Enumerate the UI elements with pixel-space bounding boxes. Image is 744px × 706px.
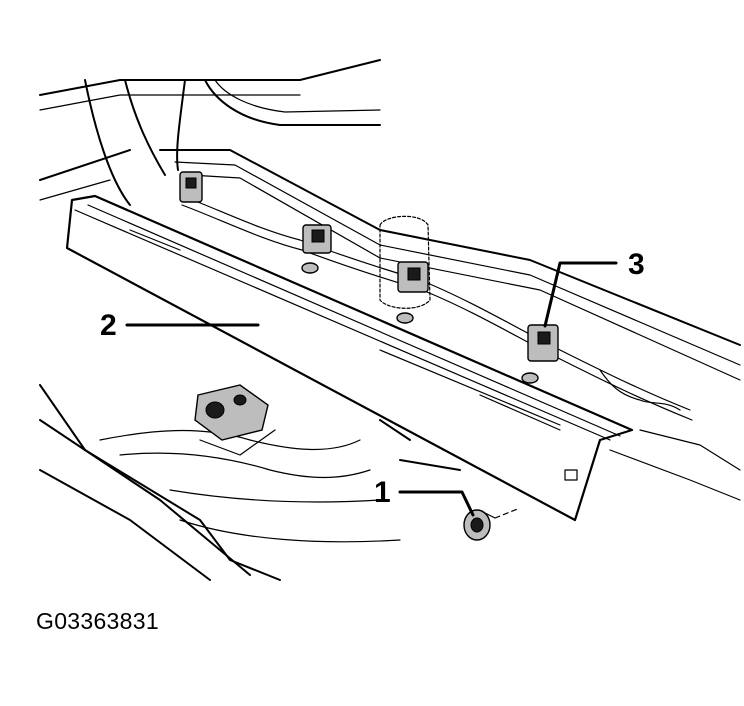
callout-leaders	[125, 261, 618, 517]
callout-1-label: 1	[374, 476, 391, 509]
callout-3-label: 3	[628, 248, 645, 281]
sill-trim-panel	[65, 194, 634, 522]
sill-harness-and-brackets	[179, 171, 741, 501]
figure-id: G03363831	[36, 608, 159, 634]
clip-fastener	[463, 507, 521, 541]
floor-and-seat-mount	[39, 384, 461, 581]
callout-2-label: 2	[100, 309, 117, 342]
